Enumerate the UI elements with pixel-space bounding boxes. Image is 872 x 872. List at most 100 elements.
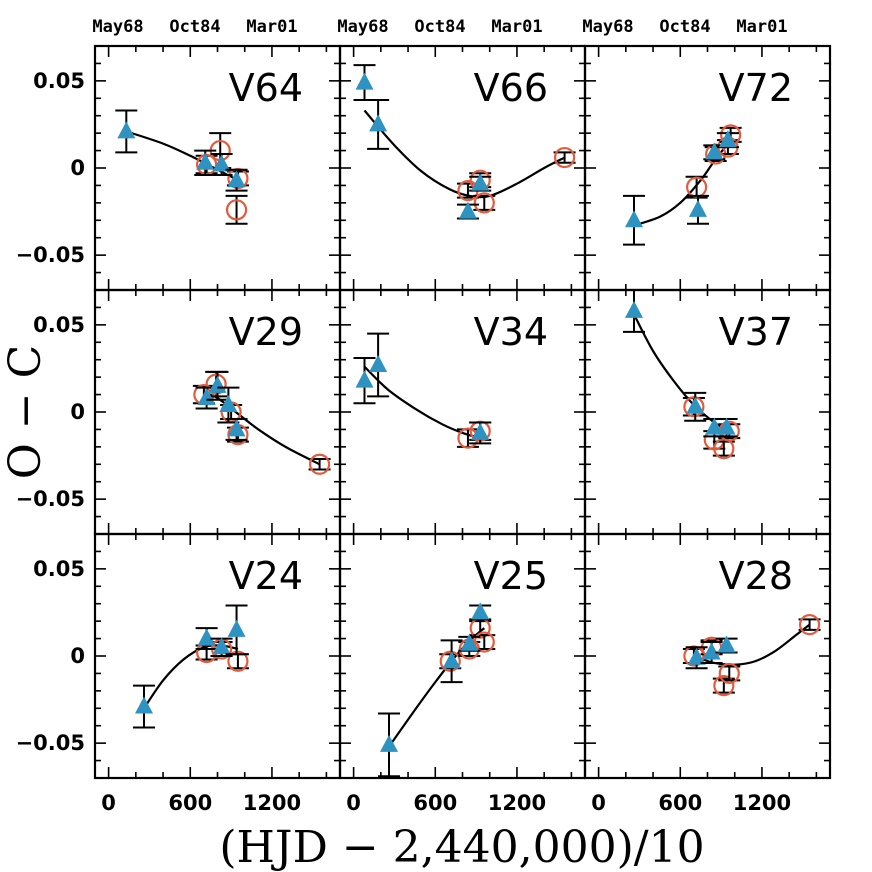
triangle-point xyxy=(460,633,479,651)
x-tick-label: 1200 xyxy=(243,791,301,815)
y-tick-label: −0.05 xyxy=(16,487,85,511)
fit-curve xyxy=(363,365,481,440)
panel-label: V34 xyxy=(474,310,548,354)
triangle-point xyxy=(355,370,374,388)
triangle-point xyxy=(208,375,227,393)
y-tick-label: 0.05 xyxy=(33,313,85,337)
top-date-label: May68 xyxy=(582,17,633,37)
triangle-point xyxy=(355,72,374,90)
circle-point xyxy=(439,650,461,672)
triangle-point xyxy=(717,417,736,435)
triangle-point xyxy=(227,170,246,188)
circle-point xyxy=(713,675,735,697)
panel-label: V37 xyxy=(719,310,793,354)
panel-label: V64 xyxy=(229,66,303,110)
y-tick-label: 0 xyxy=(70,156,85,180)
panel-v37: V37 xyxy=(583,288,832,536)
top-date-label: May68 xyxy=(337,17,388,37)
panel-v72: V72 xyxy=(583,44,832,292)
triangle-point xyxy=(369,114,388,132)
panel-frame xyxy=(338,44,587,292)
y-axis-label: O − C xyxy=(0,345,51,480)
panel-frame xyxy=(583,44,832,292)
y-tick-label: 0 xyxy=(70,400,85,424)
triangle-point xyxy=(705,417,724,435)
circle-point xyxy=(553,146,576,169)
x-tick-label: 600 xyxy=(658,791,702,815)
panel-frame xyxy=(583,288,832,536)
triangle-point xyxy=(117,121,136,139)
circle-point xyxy=(473,631,495,653)
top-date-label: May68 xyxy=(92,17,143,37)
panel-v24: −0.05 0 0.05 0 600 1200 V24 xyxy=(16,532,342,815)
triangle-point xyxy=(687,647,706,665)
panel-label: V24 xyxy=(229,554,303,598)
triangle-point xyxy=(688,199,707,217)
panel-v34: V34 xyxy=(338,288,587,536)
triangle-point xyxy=(686,396,705,414)
triangle-point xyxy=(471,422,490,440)
panel-v25: 0 600 1200 V25 xyxy=(338,532,587,815)
x-tick-label: 600 xyxy=(413,791,457,815)
y-tick-label: −0.05 xyxy=(16,731,85,755)
top-date-label: Mar01 xyxy=(736,17,787,37)
panel-label: V66 xyxy=(474,66,548,110)
circle-point xyxy=(205,373,227,395)
fit-curve xyxy=(125,130,239,182)
fit-curve xyxy=(363,109,566,199)
y-tick-label: −0.05 xyxy=(16,243,85,267)
panel-v64: −0.05 0 0.05 V64 xyxy=(16,44,342,292)
panel-frame xyxy=(338,288,587,536)
triangle-point xyxy=(471,602,490,620)
x-tick-label: 0 xyxy=(591,791,606,815)
circle-point xyxy=(683,396,705,418)
triangle-point xyxy=(705,142,724,160)
y-tick-label: 0.05 xyxy=(33,557,85,581)
panel-frame xyxy=(93,288,342,536)
x-tick-label: 1200 xyxy=(488,791,546,815)
top-date-label: Mar01 xyxy=(491,17,542,37)
circle-point xyxy=(473,192,495,214)
triangle-point xyxy=(471,173,490,191)
triangle-point xyxy=(625,300,643,318)
triangle-point xyxy=(219,395,238,413)
top-date-label: Oct84 xyxy=(659,17,710,37)
panel-label: V29 xyxy=(229,310,303,354)
triangle-point xyxy=(227,619,246,637)
triangle-point xyxy=(212,154,231,172)
y-tick-label: 0 xyxy=(70,644,85,668)
circle-point xyxy=(225,199,248,221)
triangle-point xyxy=(458,201,477,219)
circle-point xyxy=(798,614,821,636)
triangle-point xyxy=(702,642,721,660)
triangle-point xyxy=(197,628,216,646)
y-tick-label: 0.05 xyxy=(33,69,85,93)
triangle-point xyxy=(718,130,737,148)
x-tick-label: 600 xyxy=(168,791,212,815)
top-date-label: Mar01 xyxy=(246,17,297,37)
panel-label: V72 xyxy=(719,66,793,110)
panel-v66: V66 xyxy=(338,44,587,292)
triangle-point xyxy=(442,651,461,669)
circle-point xyxy=(718,662,740,685)
x-tick-label: 0 xyxy=(101,791,116,815)
triangle-point xyxy=(212,637,231,655)
triangle-point xyxy=(717,635,736,653)
triangle-point xyxy=(369,354,388,372)
fit-curve xyxy=(203,391,321,466)
x-tick-label: 0 xyxy=(346,791,361,815)
triangle-point xyxy=(380,734,398,752)
triangle-point xyxy=(625,210,643,228)
top-date-label: Oct84 xyxy=(414,17,465,37)
triangle-point xyxy=(227,419,246,437)
triangle-point xyxy=(135,696,153,714)
x-tick-label: 1200 xyxy=(733,791,791,815)
circle-point xyxy=(308,453,331,475)
triangle-point xyxy=(196,152,215,170)
fit-curve xyxy=(143,644,239,709)
panel-label: V25 xyxy=(474,554,548,598)
fit-curve xyxy=(633,313,730,433)
triangle-point xyxy=(197,388,216,406)
